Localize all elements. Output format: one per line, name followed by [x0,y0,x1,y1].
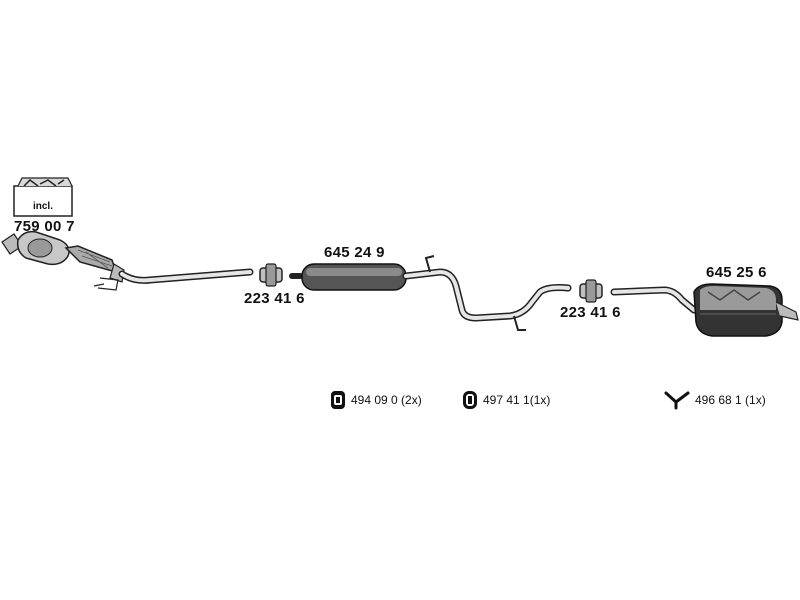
mounting-kit-box [13,177,73,217]
clamp-2-label: 223 41 6 [560,304,621,321]
legend-rubber-mount-b-text: 497 41 1(1x) [483,393,551,407]
rubber-mount-icon [463,391,477,409]
legend-bracket-text: 496 68 1 (1x) [695,393,766,407]
legend-rubber-mount-b: 497 41 1(1x) [462,390,550,410]
clamp-2-drawing [579,279,603,303]
clamp-1-label: 223 41 6 [244,290,305,307]
legend-bracket: 496 68 1 (1x) [664,390,766,410]
middle-silencer-label: 645 24 9 [324,244,385,261]
clamp-1-drawing [259,263,283,287]
incl-note: incl. [32,201,53,212]
rubber-mount-icon [331,391,345,409]
y-bracket-icon [664,391,690,410]
legend-rubber-mount-a-text: 494 09 0 (2x) [351,393,422,407]
incl-note-box: incl. [14,186,72,216]
legend-rubber-mount-a: 494 09 0 (2x) [330,390,422,410]
catalytic-converter-drawing [1,230,125,291]
rear-silencer-label: 645 25 6 [706,264,767,281]
catalytic-converter-label: 759 00 7 [14,218,75,235]
rear-silencer-drawing [693,283,799,337]
intermediate-pipe [402,268,572,322]
middle-silencer-drawing [301,263,407,291]
